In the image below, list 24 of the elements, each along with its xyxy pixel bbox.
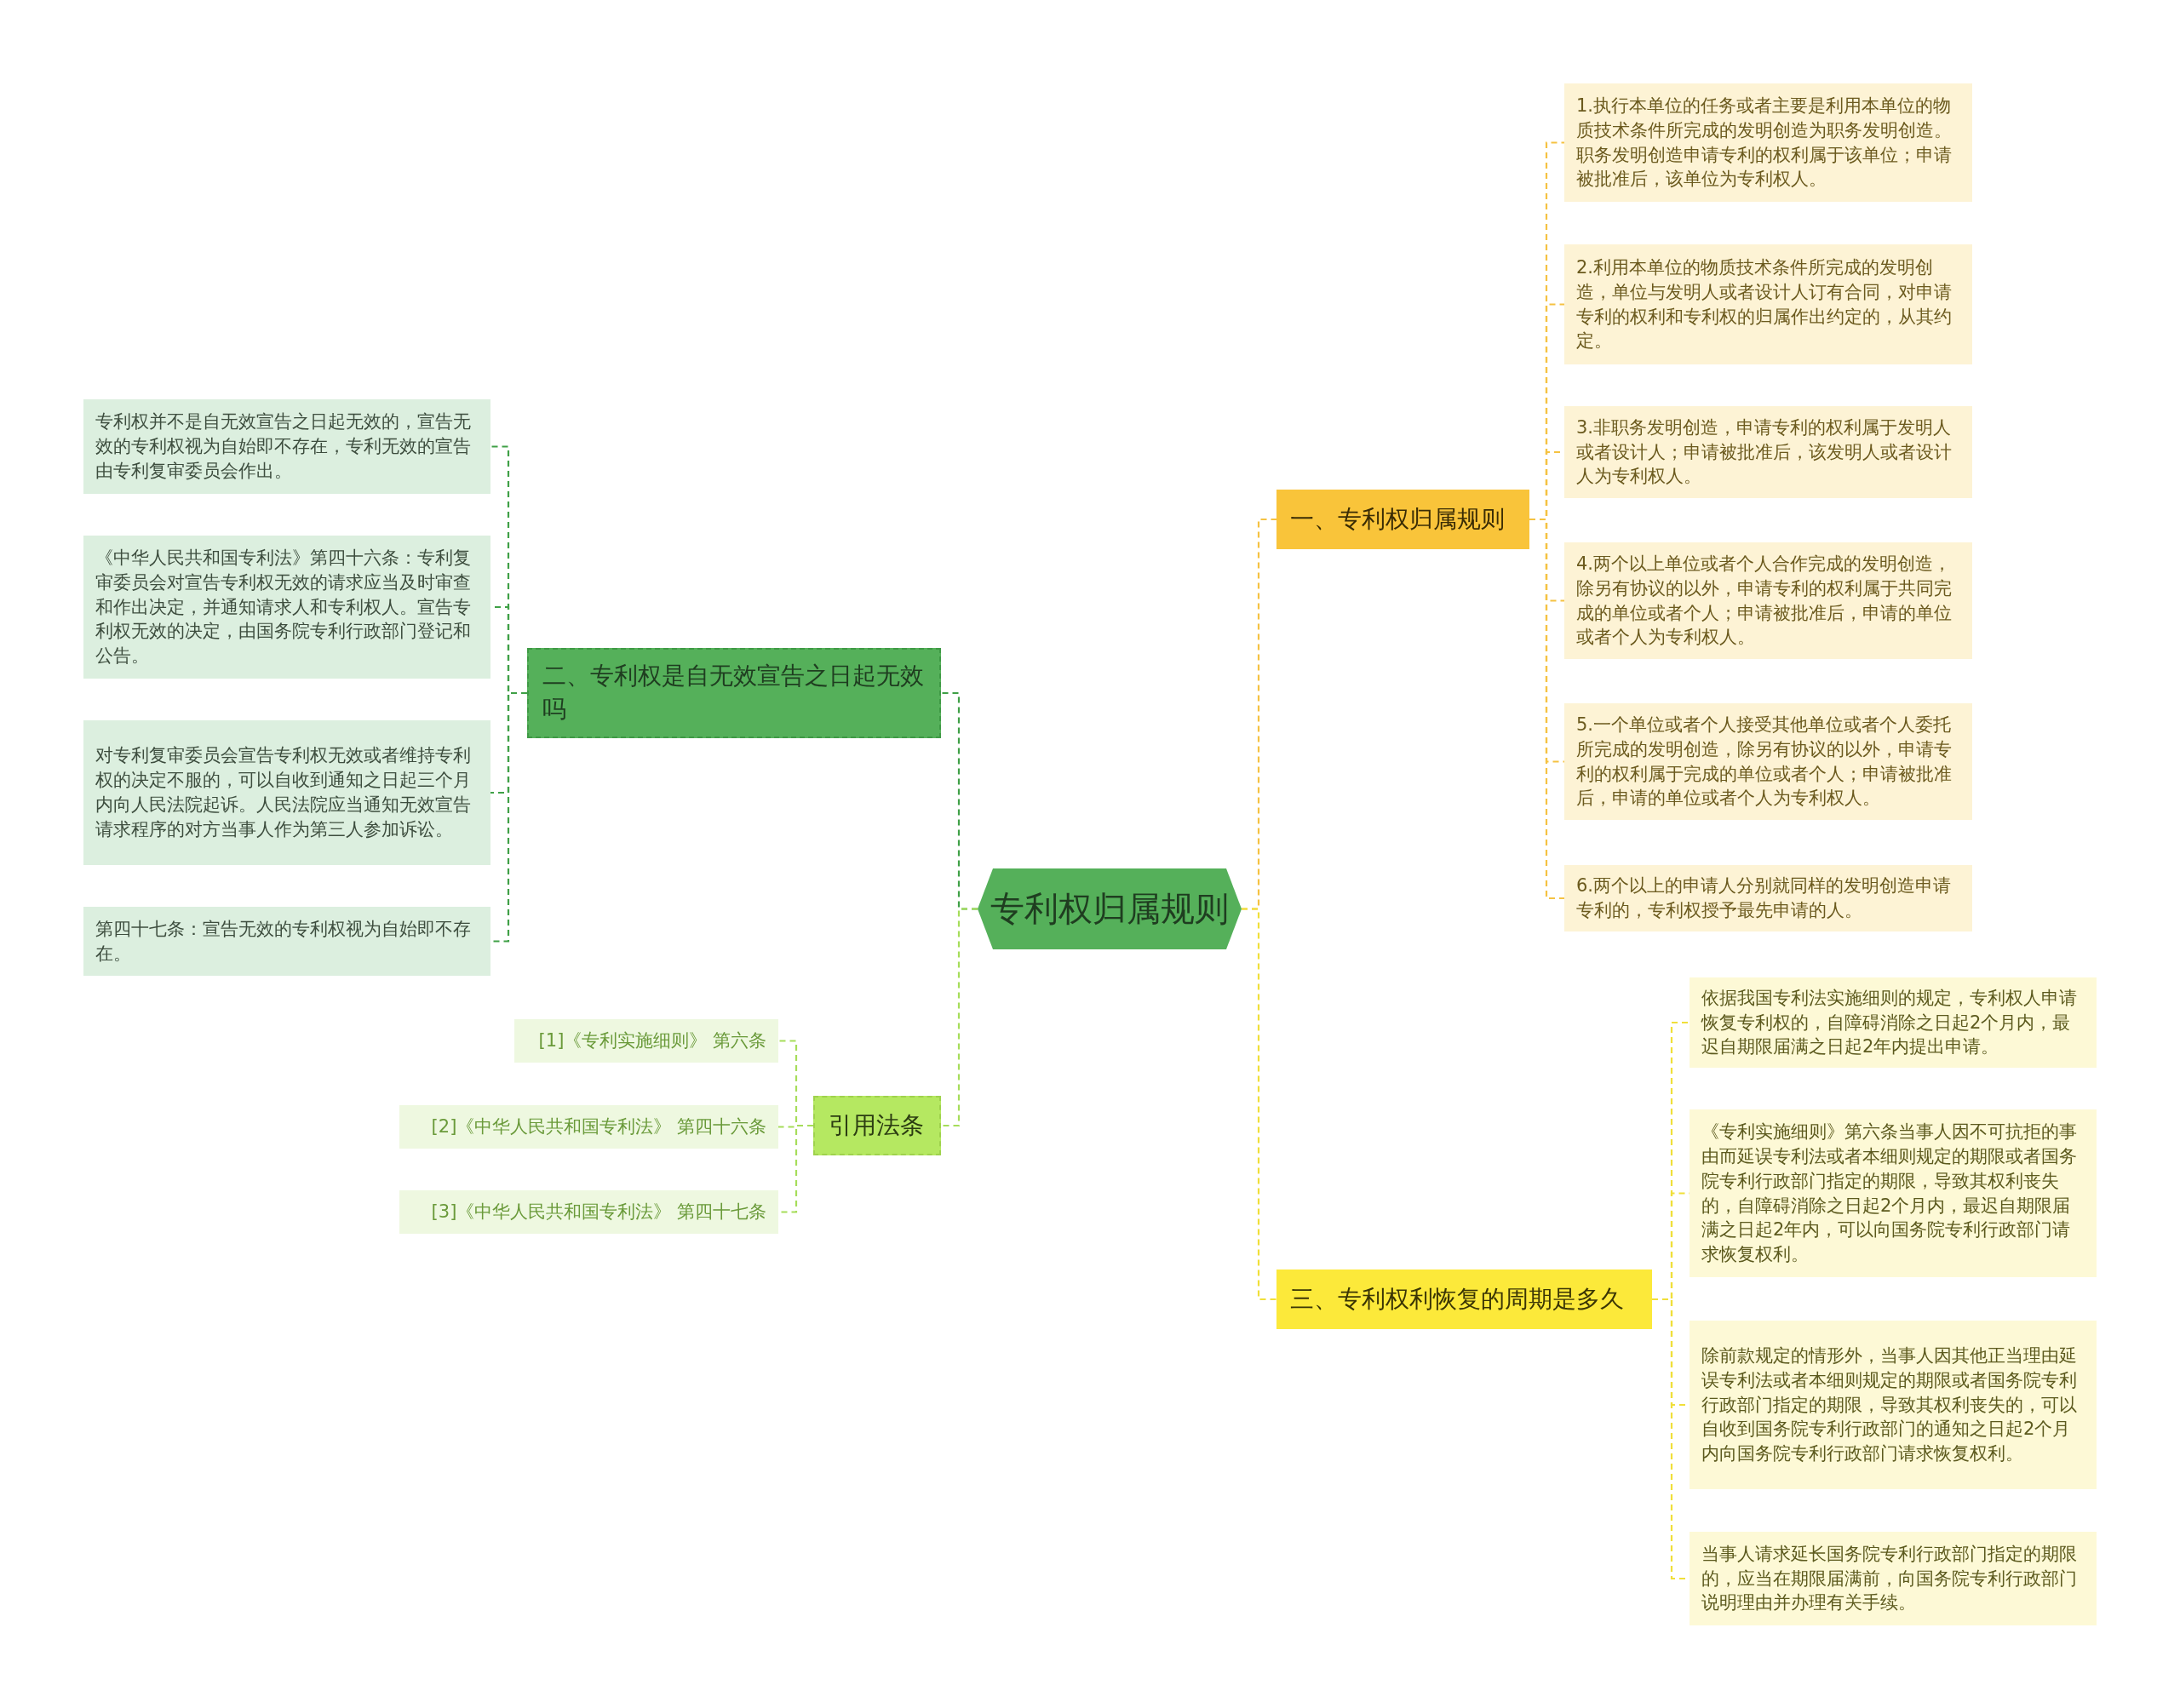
text-box: 第四十七条：宣告无效的专利权视为自始即不存在。 [83, 907, 490, 976]
reference-box: [2]《中华人民共和国专利法》 第四十六条 [399, 1105, 778, 1149]
text-box: 1.执行本单位的任务或者主要是利用本单位的物质技术条件所完成的发明创造为职务发明创造。职务发明创造申请专利的权利属于该单位；申请被批准后，该单位为专利权人。 [1564, 83, 1972, 202]
reference-box: [1]《专利实施细则》 第六条 [514, 1019, 778, 1063]
text-box: 除前款规定的情形外，当事人因其他正当理由延误专利法或者本细则规定的期限或者国务院专利行政部门指定的期限，导致其权利丧失的，可以自收到国务院专利行政部门的通知之日起2个月内向国务院专利行政部门请求恢复权利。 [1690, 1321, 2097, 1489]
text-box: 对专利复审委员会宣告专利权无效或者维持专利权的决定不服的，可以自收到通知之日起三个月内向人民法院起诉。人民法院应当通知无效宣告请求程序的对方当事人作为第三人参加诉讼。 [83, 720, 490, 865]
reference-box: [3]《中华人民共和国专利法》 第四十七条 [399, 1190, 778, 1234]
text-box: 4.两个以上单位或者个人合作完成的发明创造，除另有协议的以外，申请专利的权利属于共同完成的单位或者个人；申请被批准后，申请的单位或者个人为专利权人。 [1564, 542, 1972, 659]
text-box: 《中华人民共和国专利法》第四十六条：专利复审委员会对宣告专利权无效的请求应当及时审查和作出决定，并通知请求人和专利权人。宣告专利权无效的决定，由国务院专利行政部门登记和公告。 [83, 536, 490, 679]
text-box: 5.一个单位或者个人接受其他单位或者个人委托所完成的发明创造，除另有协议的以外，申请专利的权利属于完成的单位或者个人；申请被批准后，申请的单位或者个人为专利权人。 [1564, 703, 1972, 820]
text-box: 2.利用本单位的物质技术条件所完成的发明创造，单位与发明人或者设计人订有合同，对申请专利的权利和专利权的归属作出约定的，从其约定。 [1564, 244, 1972, 364]
branch-box: 一、专利权归属规则 [1276, 490, 1529, 549]
text-box: 6.两个以上的申请人分别就同样的发明创造申请专利的，专利权授予最先申请的人。 [1564, 865, 1972, 931]
text-box: 《专利实施细则》第六条当事人因不可抗拒的事由而延误专利法或者本细则规定的期限或者国务院专利行政部门指定的期限，导致其权利丧失的，自障碍消除之日起2个月内，最迟自期限届满之日起2年内，可以向国务院专利行政部门请求恢复权利。 [1690, 1109, 2097, 1277]
branch-box: 三、专利权利恢复的周期是多久 [1276, 1270, 1652, 1329]
branch-box: 二、专利权是自无效宣告之日起无效吗 [527, 648, 941, 738]
connector [1242, 908, 1276, 1301]
text-box: 专利权并不是自无效宣告之日起无效的，宣告无效的专利权视为自始即不存在，专利无效的宣告由专利复审委员会作出。 [83, 399, 490, 494]
central-topic: 专利权归属规则 [978, 868, 1242, 949]
text-box: 依据我国专利法实施细则的规定，专利权人申请恢复专利权的，自障碍消除之日起2个月内，最迟自期限届满之日起2年内提出申请。 [1690, 977, 2097, 1068]
text-box: 3.非职务发明创造，申请专利的权利属于发明人或者设计人；申请被批准后，该发明人或者设计人为专利权人。 [1564, 406, 1972, 498]
text-box: 当事人请求延长国务院专利行政部门指定的期限的，应当在期限届满前，向国务院专利行政部门说明理由并办理有关手续。 [1690, 1532, 2097, 1625]
branch-box: 引用法条 [813, 1096, 941, 1155]
connector [941, 908, 978, 1127]
